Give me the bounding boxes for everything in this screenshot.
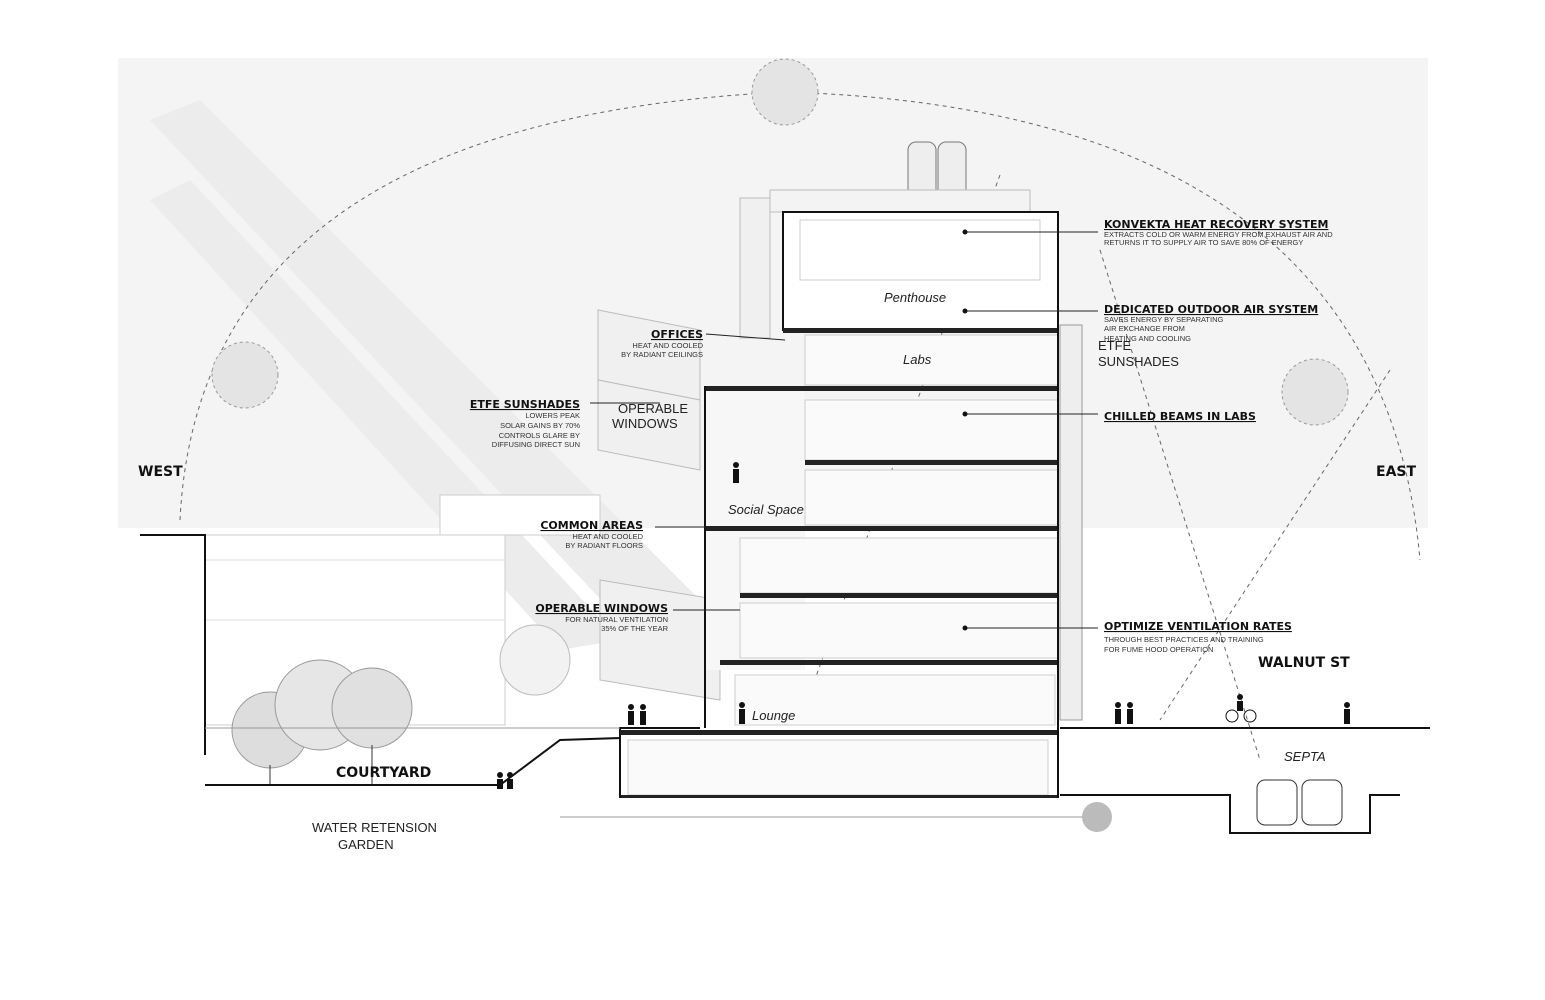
svg-text:SOLAR GAINS BY 70%: SOLAR GAINS BY 70% xyxy=(500,421,580,430)
svg-text:CHILLED BEAMS IN LABS: CHILLED BEAMS IN LABS xyxy=(1104,410,1256,423)
room-label-social-space: Social Space xyxy=(728,502,804,517)
svg-text:ETFE SUNSHADES: ETFE SUNSHADES xyxy=(470,398,580,411)
etfe-sunshades-east-label: SUNSHADES xyxy=(1098,354,1179,369)
svg-text:BY RADIANT FLOORS: BY RADIANT FLOORS xyxy=(565,541,643,550)
svg-text:KONVEKTA HEAT RECOVERY SYSTEM: KONVEKTA HEAT RECOVERY SYSTEM xyxy=(1104,218,1328,231)
svg-text:DEDICATED OUTDOOR AIR SYSTEM: DEDICATED OUTDOOR AIR SYSTEM xyxy=(1104,303,1318,316)
annotation-chilled-beams: CHILLED BEAMS IN LABS xyxy=(962,410,1256,423)
svg-text:HEATING AND COOLING: HEATING AND COOLING xyxy=(1104,334,1191,343)
etfe-sunshades-east xyxy=(1059,324,1083,721)
svg-text:THROUGH BEST PRACTICES AND TRA: THROUGH BEST PRACTICES AND TRAINING xyxy=(1104,635,1264,644)
annotation-ventilation-rates: OPTIMIZE VENTILATION RATES THROUGH BEST … xyxy=(962,620,1292,654)
svg-text:CONTROLS GLARE BY: CONTROLS GLARE BY xyxy=(499,431,580,440)
svg-text:SAVES ENERGY BY SEPARATING: SAVES ENERGY BY SEPARATING xyxy=(1104,315,1224,324)
svg-text:LOWERS PEAK: LOWERS PEAK xyxy=(525,411,580,420)
sun-icon xyxy=(751,58,819,126)
sun-angle-line xyxy=(1159,369,1391,721)
annotation-offices: OFFICES HEAT AND COOLED BY RADIANT CEILI… xyxy=(621,328,786,359)
septa-tunnel xyxy=(1060,794,1400,834)
svg-text:DIFFUSING DIRECT SUN: DIFFUSING DIRECT SUN xyxy=(492,440,580,449)
svg-text:FOR NATURAL VENTILATION: FOR NATURAL VENTILATION xyxy=(565,615,668,624)
direction-east: EAST xyxy=(1376,464,1416,480)
annotation-etfe-sunshades: ETFE SUNSHADES LOWERS PEAK SOLAR GAINS B… xyxy=(470,398,660,449)
svg-text:EXTRACTS COLD OR WARM ENERGY F: EXTRACTS COLD OR WARM ENERGY FROM EXHAUS… xyxy=(1104,230,1333,239)
bicycle-icon xyxy=(1225,709,1239,723)
walnut-st-label: WALNUT ST xyxy=(1258,655,1350,671)
svg-text:HEAT AND COOLED: HEAT AND COOLED xyxy=(572,532,643,541)
sun-icon xyxy=(211,341,279,409)
bicycle-icon xyxy=(1243,709,1257,723)
svg-text:OPTIMIZE VENTILATION RATES: OPTIMIZE VENTILATION RATES xyxy=(1104,620,1292,633)
annotation-common-areas: COMMON AREAS HEAT AND COOLED BY RADIANT … xyxy=(540,519,720,550)
operable-windows-label: WINDOWS xyxy=(612,416,678,431)
sun-icon xyxy=(1281,358,1349,426)
svg-text:OFFICES: OFFICES xyxy=(651,328,703,341)
courtyard-label: COURTYARD xyxy=(336,765,431,781)
people-silhouettes xyxy=(497,462,1350,789)
room-label-penthouse: Penthouse xyxy=(884,290,946,305)
operable-windows-label: OPERABLE xyxy=(618,401,688,416)
svg-text:BY RADIANT CEILINGS: BY RADIANT CEILINGS xyxy=(621,350,703,359)
direction-west: WEST xyxy=(138,464,183,480)
water-garden-label: WATER RETENSION xyxy=(312,820,437,835)
site-wall xyxy=(140,534,206,755)
svg-text:35% OF THE YEAR: 35% OF THE YEAR xyxy=(601,624,668,633)
room-label-labs: Labs xyxy=(903,352,932,367)
annotation-konvekta: KONVEKTA HEAT RECOVERY SYSTEM EXTRACTS C… xyxy=(962,218,1333,247)
train-icon xyxy=(1301,779,1343,826)
courtyard-ground xyxy=(205,727,700,786)
annotation-doas: DEDICATED OUTDOOR AIR SYSTEM SAVES ENERG… xyxy=(962,303,1318,343)
svg-text:HEAT AND COOLED: HEAT AND COOLED xyxy=(632,341,703,350)
sun-ray xyxy=(150,100,700,620)
sun-icon xyxy=(1082,802,1112,832)
train-icon xyxy=(1256,779,1298,826)
svg-text:OPERABLE WINDOWS: OPERABLE WINDOWS xyxy=(535,602,668,615)
svg-text:AIR EXCHANGE FROM: AIR EXCHANGE FROM xyxy=(1104,324,1185,333)
neighbor-building xyxy=(204,494,601,726)
svg-text:COMMON AREAS: COMMON AREAS xyxy=(540,519,643,532)
room-label-lounge: Lounge xyxy=(752,708,795,723)
sun-angle-line xyxy=(1099,249,1261,761)
svg-text:FOR FUME HOOD OPERATION: FOR FUME HOOD OPERATION xyxy=(1104,645,1213,654)
svg-text:RETURNS IT TO SUPPLY AIR TO SA: RETURNS IT TO SUPPLY AIR TO SAVE 80% OF … xyxy=(1104,238,1303,247)
septa-label: SEPTA xyxy=(1284,749,1326,764)
water-garden-label: GARDEN xyxy=(338,837,394,852)
etfe-sunshades-east-label: ETFE xyxy=(1098,338,1132,353)
annotation-operable-windows: OPERABLE WINDOWS FOR NATURAL VENTILATION… xyxy=(535,602,740,633)
